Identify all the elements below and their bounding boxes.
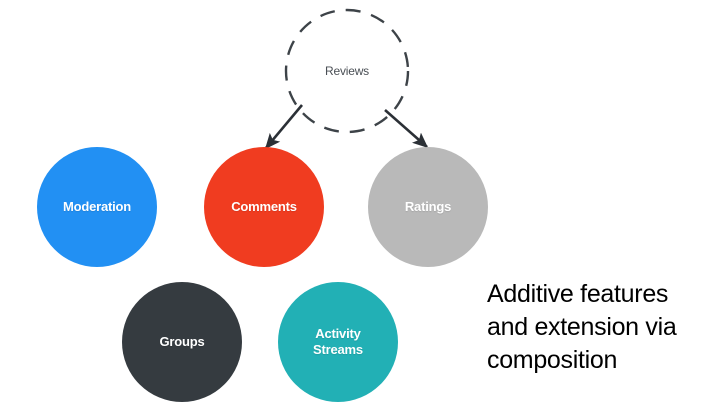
- node-reviews[interactable]: Reviews: [286, 10, 408, 132]
- node-activity-streams-label: Activity Streams: [313, 326, 363, 357]
- node-moderation[interactable]: Moderation: [37, 147, 157, 267]
- caption-text: Additive features and extension via comp…: [487, 278, 705, 377]
- reviews-dashed-circle: [284, 8, 410, 134]
- node-reviews-label: Reviews: [325, 64, 369, 78]
- node-comments-label: Comments: [231, 199, 297, 214]
- node-activity-streams[interactable]: Activity Streams: [278, 282, 398, 402]
- caption-line-3: composition: [487, 346, 618, 374]
- node-groups-label: Groups: [159, 334, 205, 349]
- node-ratings[interactable]: Ratings: [368, 147, 488, 267]
- node-groups[interactable]: Groups: [122, 282, 242, 402]
- node-moderation-label: Moderation: [62, 199, 132, 214]
- node-ratings-label: Ratings: [404, 199, 452, 214]
- caption-line-2: and extension via: [487, 313, 677, 341]
- arrow-reviews-to-ratings: [384, 109, 429, 149]
- arrow-reviews-to-comments: [264, 104, 303, 150]
- caption-line-1: Additive features: [487, 280, 669, 308]
- node-comments[interactable]: Comments: [204, 147, 324, 267]
